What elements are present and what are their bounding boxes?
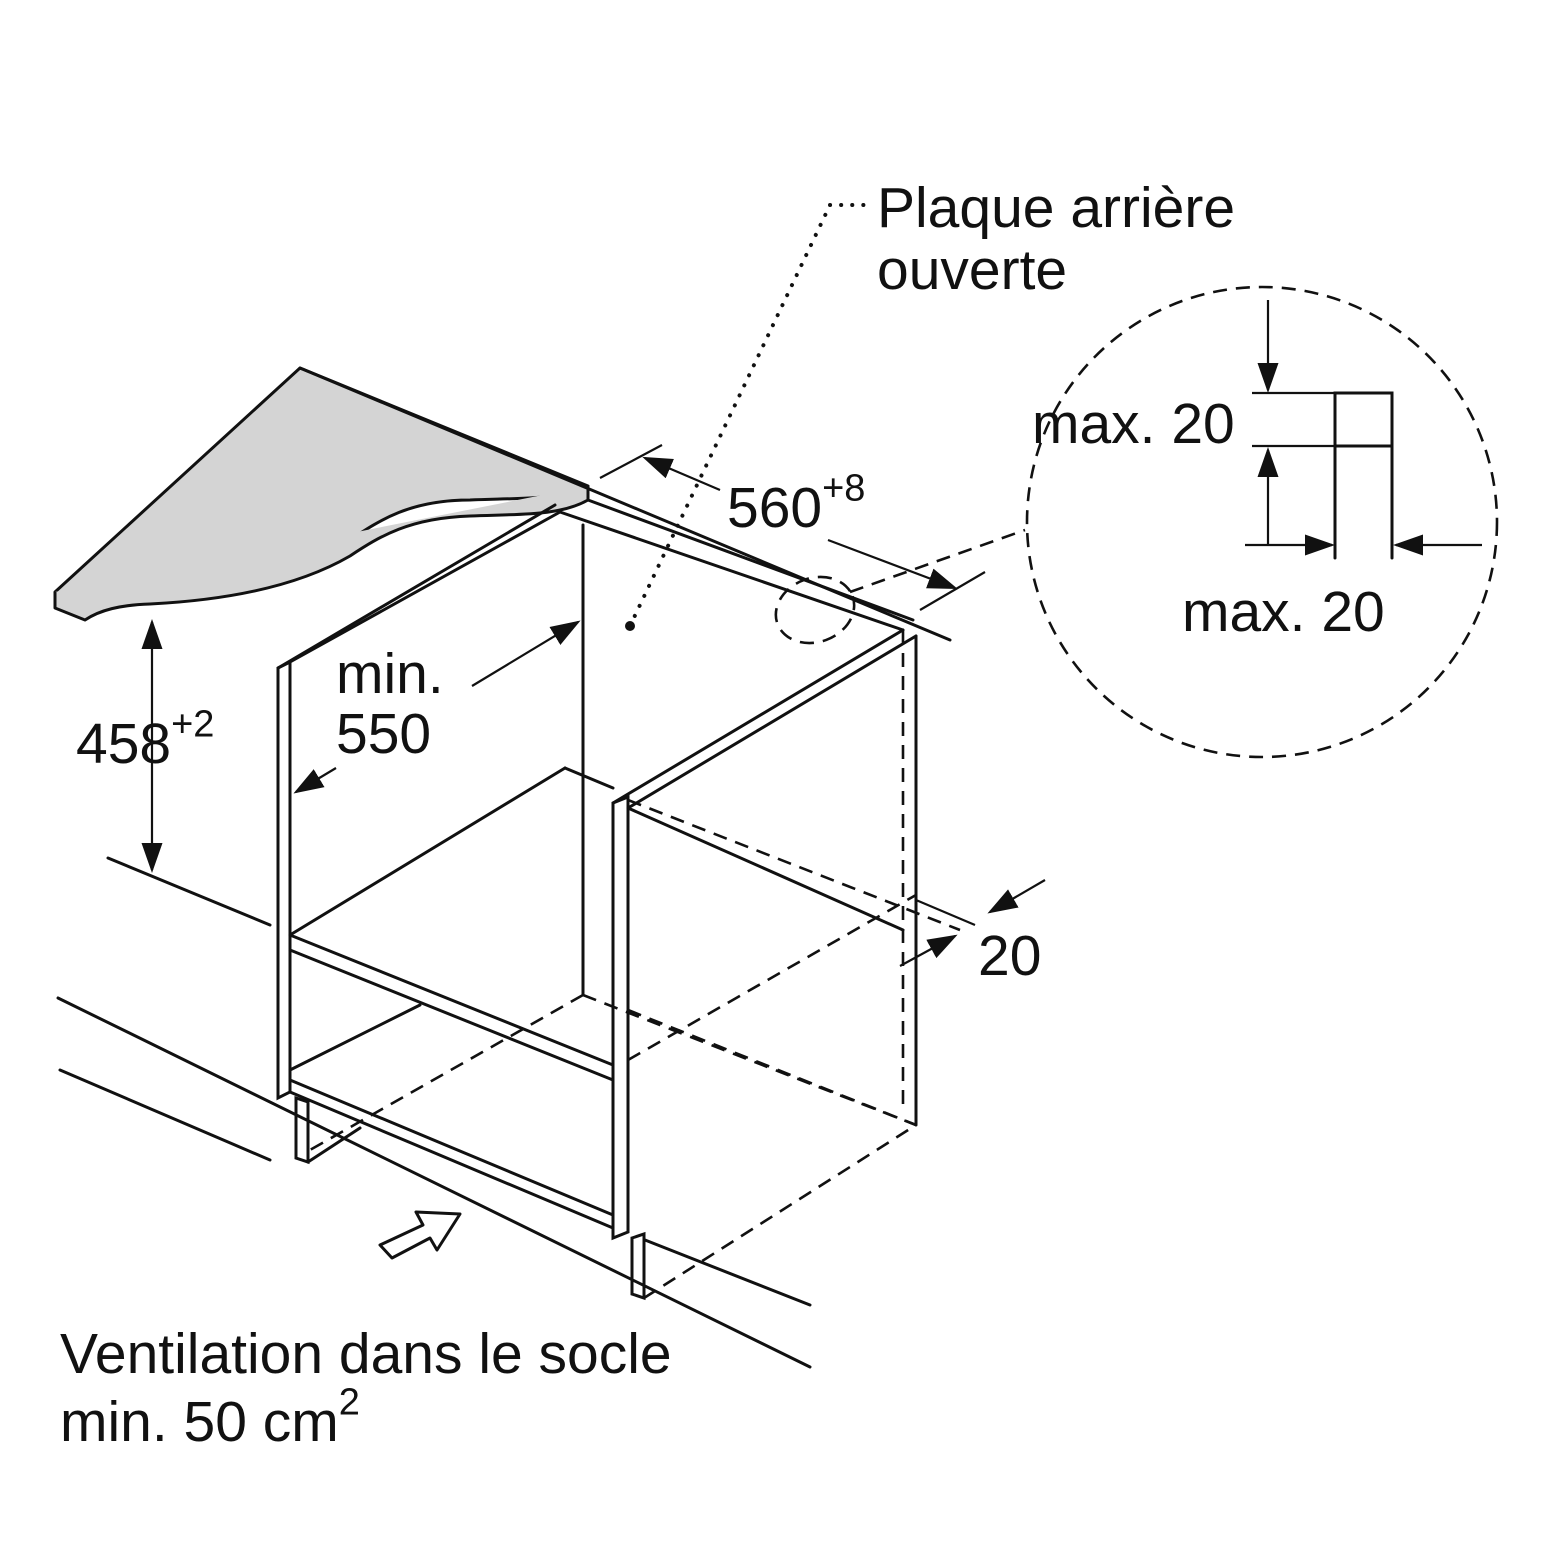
width-tolerance: +8 [822,467,866,510]
width-dimension [599,444,986,611]
front-offset-label: 20 [978,924,1042,988]
height-label: 458+2 [76,705,214,773]
floor-lines [56,856,812,1369]
width-label: 560+8 [727,469,865,537]
detail-gap-vertical-label: max. 20 [1032,392,1235,456]
rear-panel-label-line2: ouverte [877,238,1068,302]
depth-dimension [293,620,581,794]
detail-circle [1025,285,1499,759]
front-offset-dimension [899,879,1046,967]
height-tolerance: +2 [171,703,215,746]
depth-label-line1: min. [336,642,444,706]
rear-panel-leader [625,203,872,631]
ventilation-area-unit-exponent: 2 [338,1381,360,1424]
hidden-edges [309,630,961,1300]
ventilation-arrow-icon [378,1210,462,1260]
depth-label-line2: 550 [336,702,432,766]
height-value: 458 [76,712,172,776]
width-value: 560 [727,476,823,540]
rear-panel-label-line1: Plaque arrière [877,176,1236,240]
ventilation-label-line2: min. 50 cm2 [60,1383,360,1451]
ventilation-label-line1: Ventilation dans le socle [60,1322,672,1386]
detail-callout [774,528,1026,645]
detail-gap-horizontal-label: max. 20 [1182,580,1385,644]
ventilation-area: min. 50 cm [60,1390,339,1454]
cabinet-frame [276,498,918,1301]
